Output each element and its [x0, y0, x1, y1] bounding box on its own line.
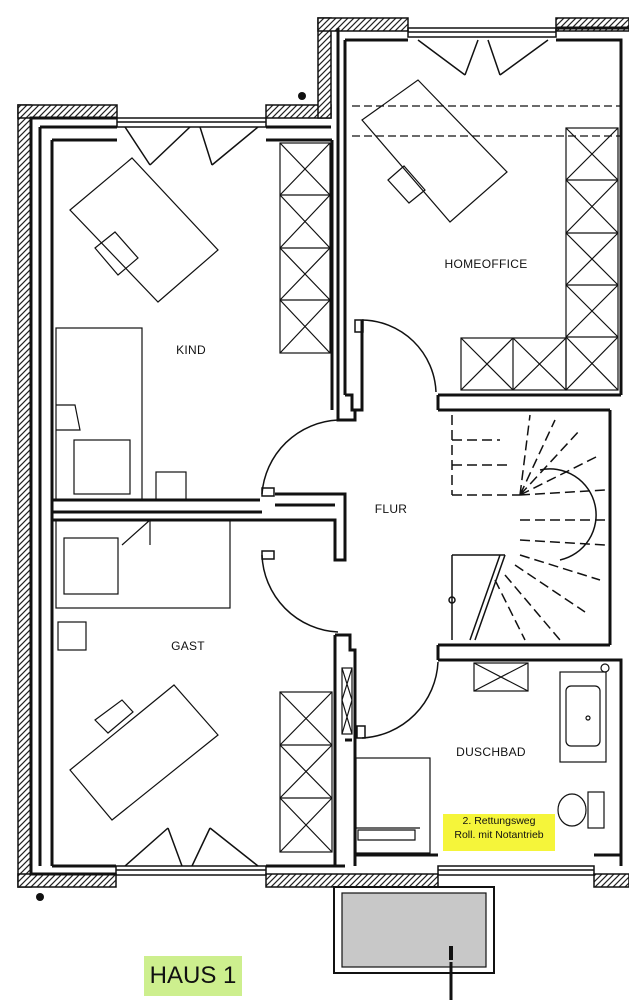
balcony: [36, 92, 495, 1000]
emergency-exit-note: 2. Rettungsweg Roll. mit Notantrieb: [443, 814, 555, 851]
label-flur: FLUR: [375, 502, 408, 516]
outer-walls: [17, 17, 629, 888]
room-labels: KIND HOMEOFFICE FLUR GAST DUSCHBAD: [171, 257, 527, 759]
label-gast: GAST: [171, 639, 205, 653]
windows: [115, 27, 595, 876]
note-line-2: Roll. mit Notantrieb: [454, 829, 544, 841]
inner-walls: [29, 26, 629, 876]
doors: [261, 319, 439, 739]
label-homeoffice: HOMEOFFICE: [445, 257, 528, 271]
kind-furniture: [55, 142, 331, 501]
label-kind: KIND: [176, 343, 206, 357]
house-label: HAUS 1: [144, 956, 242, 996]
gast-furniture: [55, 518, 353, 853]
staircase: [448, 414, 606, 641]
homeoffice-furniture: [352, 79, 620, 391]
note-line-1: 2. Rettungsweg: [462, 815, 536, 827]
label-duschbad: DUSCHBAD: [456, 745, 526, 759]
duschbad-furniture: [355, 662, 610, 854]
